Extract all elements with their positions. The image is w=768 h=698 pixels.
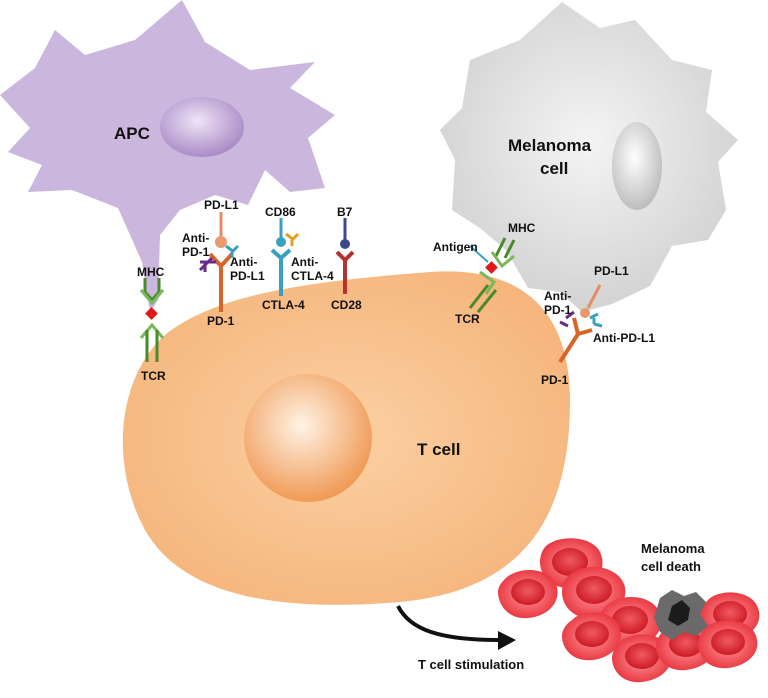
dying-melanoma-cell bbox=[654, 590, 708, 640]
melanoma-cell-cluster bbox=[498, 538, 760, 683]
label-pdl1-apc: PD-L1 bbox=[204, 198, 239, 212]
label-mhc-apc: MHC bbox=[137, 265, 165, 279]
t-cell-nucleus bbox=[244, 374, 372, 502]
label-melanoma-cell-line2: cell bbox=[540, 159, 568, 178]
label-anti-pdl1-melanoma: Anti-PD-L1 bbox=[593, 331, 655, 345]
label-melanoma-cell-line1: Melanoma bbox=[508, 136, 592, 155]
red-cell bbox=[562, 612, 621, 661]
pd1-pdl1-complex-melanoma bbox=[558, 284, 603, 364]
label-anti-pdl1-apc-line2: PD-L1 bbox=[230, 269, 265, 283]
label-anti-ctla4-line1: Anti- bbox=[291, 255, 318, 269]
label-mhc-melanoma: MHC bbox=[508, 221, 536, 235]
label-t-cell-stimulation: T cell stimulation bbox=[418, 657, 524, 672]
label-anti-pd1-melanoma-line1: Anti- bbox=[544, 289, 571, 303]
label-apc: APC bbox=[114, 124, 150, 143]
melanoma-nucleus bbox=[612, 122, 662, 210]
stimulation-arrow-head bbox=[498, 631, 516, 650]
label-b7: B7 bbox=[337, 205, 353, 219]
label-anti-pd1-melanoma-line2: PD-1 bbox=[544, 303, 572, 317]
cd86-ctla4-complex bbox=[270, 218, 300, 296]
stimulation-arrow bbox=[396, 605, 501, 642]
label-cd86: CD86 bbox=[265, 205, 296, 219]
melanoma-cell bbox=[440, 2, 738, 312]
label-tcr-melanoma: TCR bbox=[455, 312, 480, 326]
label-anti-pd1-apc-line2: PD-1 bbox=[182, 245, 210, 259]
label-anti-ctla4-line2: CTLA-4 bbox=[291, 269, 334, 283]
label-anti-pdl1-apc-line1: Anti- bbox=[230, 255, 257, 269]
apc-cell bbox=[0, 0, 335, 312]
label-pd1-melanoma: PD-1 bbox=[541, 373, 569, 387]
label-tcr-apc: TCR bbox=[141, 369, 166, 383]
red-cell bbox=[498, 569, 558, 619]
mhc-tcr-complex-apc bbox=[139, 278, 165, 362]
label-t-cell: T cell bbox=[417, 440, 460, 459]
label-ctla4: CTLA-4 bbox=[262, 298, 305, 312]
apc-nucleus bbox=[160, 97, 244, 157]
b7-cd28-complex bbox=[335, 218, 355, 294]
pd1-pdl1-complex-apc bbox=[198, 212, 240, 312]
label-pd1-apc: PD-1 bbox=[207, 314, 235, 328]
label-anti-pd1-apc-line1: Anti- bbox=[182, 231, 209, 245]
mhc-tcr-complex-melanoma bbox=[468, 237, 516, 313]
label-cd28: CD28 bbox=[331, 298, 362, 312]
label-melanoma-death-line1: Melanoma bbox=[641, 541, 705, 556]
label-melanoma-death-line2: cell death bbox=[641, 559, 701, 574]
label-antigen: Antigen bbox=[433, 240, 478, 254]
label-pdl1-melanoma: PD-L1 bbox=[594, 264, 629, 278]
red-cell bbox=[698, 620, 758, 669]
